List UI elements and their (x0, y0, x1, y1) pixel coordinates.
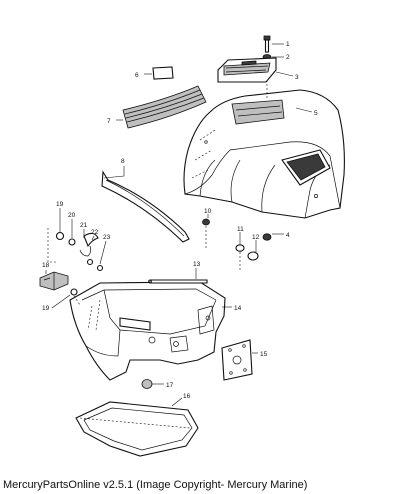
leader-lines (45, 43, 313, 407)
vent-cover (217, 57, 277, 83)
callout-18: 18 (42, 262, 50, 269)
callout-19-lower: 19 (42, 305, 50, 312)
mounting-bracket (39, 271, 69, 291)
callout-10: 10 (204, 208, 212, 215)
callout-16: 16 (183, 393, 191, 400)
callout-3: 3 (295, 74, 299, 81)
top-cowl (183, 89, 345, 219)
copyright-caption: MercuryPartsOnline v2.5.1 (Image Copyrig… (3, 479, 308, 491)
callout-2: 2 (286, 54, 290, 61)
rod (148, 279, 208, 284)
latch-hardware (47, 228, 104, 306)
callout-11: 11 (237, 226, 244, 233)
callout-6: 6 (135, 72, 139, 79)
bottom-gasket (75, 401, 199, 457)
callout-7: 7 (107, 118, 111, 125)
callout-12: 12 (252, 234, 260, 241)
callout-13: 13 (193, 261, 201, 268)
callout-21: 21 (80, 222, 88, 229)
seal-strip (101, 170, 190, 243)
side-decal-strip (122, 85, 207, 129)
callout-5: 5 (314, 110, 318, 117)
exploded-parts-diagram: 1 2 3 4 5 6 7 8 10 11 12 13 14 15 16 17 … (39, 35, 345, 457)
callout-8: 8 (121, 158, 125, 165)
callout-labels: 1 2 3 4 5 6 7 8 10 11 12 13 14 15 16 17 … (42, 41, 318, 400)
callout-17: 17 (166, 382, 174, 389)
callout-14: 14 (234, 305, 242, 312)
bottom-cowl (69, 281, 226, 381)
side-plate (221, 339, 253, 381)
callout-4: 4 (286, 232, 290, 239)
drain-plug (141, 379, 153, 389)
callout-15: 15 (260, 351, 268, 358)
callout-1: 1 (286, 41, 290, 48)
small-decal (152, 66, 174, 80)
callout-19: 19 (56, 201, 64, 208)
top-screw (263, 35, 271, 53)
grommets (202, 218, 272, 270)
callout-23: 23 (103, 234, 111, 241)
callout-22: 22 (91, 229, 99, 236)
callout-20: 20 (68, 212, 76, 219)
